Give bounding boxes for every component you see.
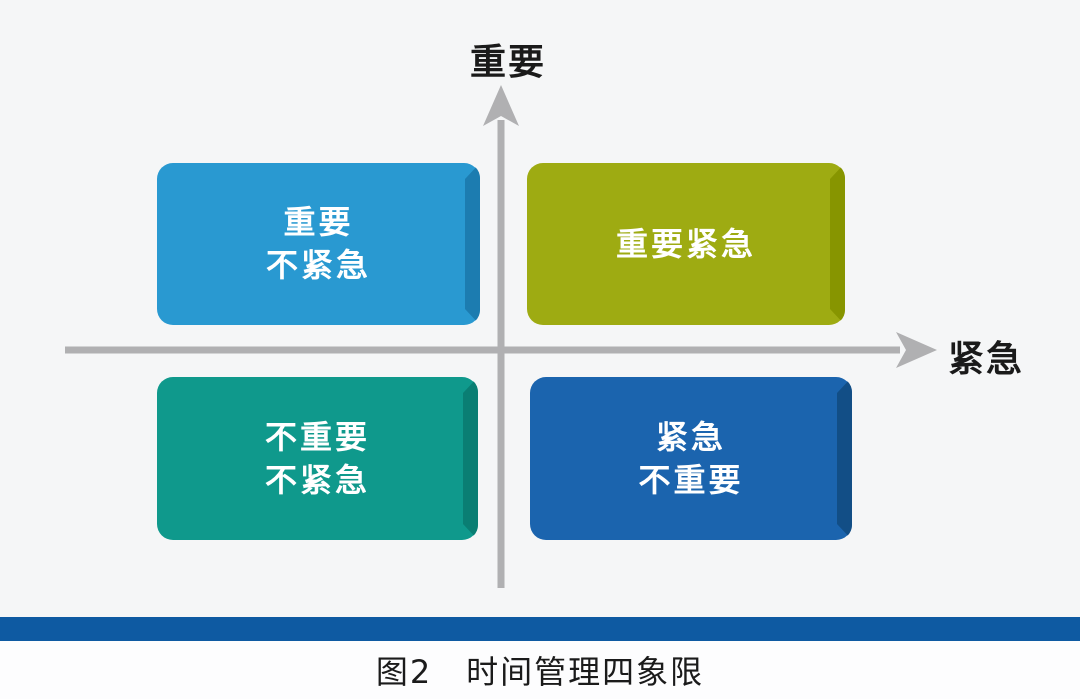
quadrant-label: 紧急 不重要 [638, 416, 743, 502]
quadrant-label-line1: 重要紧急 [615, 224, 756, 263]
quadrant-label: 重要 不紧急 [266, 201, 371, 287]
x-axis-label: 紧急 [948, 339, 1025, 380]
quadrant-label-line2: 不紧急 [264, 460, 370, 499]
quadrant-urgent-not-important: 紧急 不重要 [530, 377, 852, 540]
quadrant-label-line1: 重要 [283, 203, 354, 241]
quadrant-label-line2: 不重要 [638, 460, 744, 499]
quadrant-label: 不重要 不紧急 [265, 416, 370, 502]
quadrant-label: 重要紧急 [616, 223, 756, 266]
quadrant-label-line1: 不重要 [264, 417, 370, 456]
quadrant-label-line2: 不紧急 [265, 246, 371, 284]
quadrant-3d-edge [465, 163, 480, 325]
quadrant-not-important-not-urgent: 不重要 不紧急 [157, 377, 478, 540]
quadrant-important-urgent: 重要紧急 [527, 163, 845, 325]
x-axis-arrow [65, 332, 937, 368]
caption-area: 图2 时间管理四象限 [0, 641, 1080, 699]
quadrant-3d-edge [830, 163, 845, 325]
quadrant-3d-edge [837, 377, 852, 540]
quadrant-label-line1: 紧急 [655, 417, 726, 456]
figure-caption: 图2 时间管理四象限 [375, 653, 705, 691]
quadrant-important-not-urgent: 重要 不紧急 [157, 163, 480, 325]
y-axis-label: 重要 [470, 42, 547, 83]
divider-bar [0, 617, 1080, 641]
quadrant-3d-edge [463, 377, 478, 540]
y-axis-arrow [483, 85, 519, 588]
